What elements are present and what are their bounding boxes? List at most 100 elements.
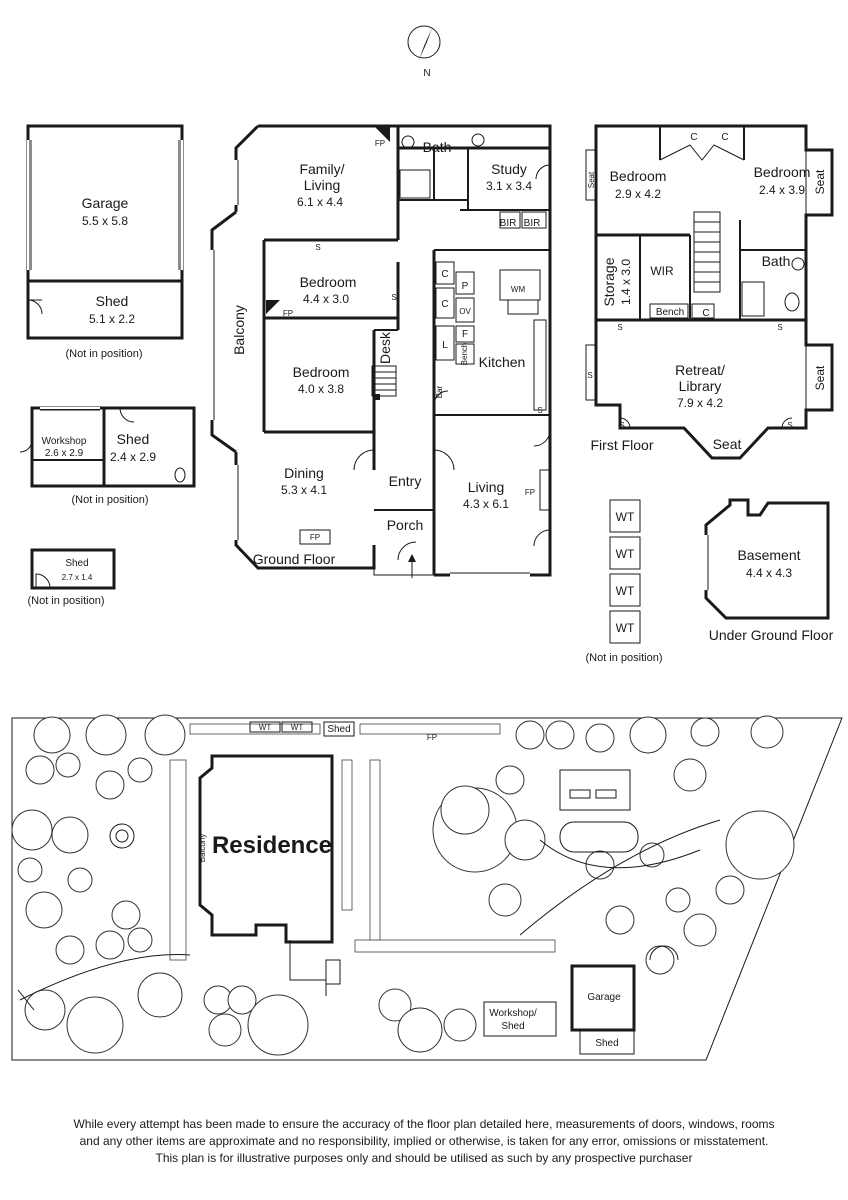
workshop-name: Workshop bbox=[42, 436, 87, 447]
basement-name: Basement bbox=[737, 547, 800, 563]
shed2-name: Shed bbox=[117, 431, 150, 447]
gf-s3: S bbox=[537, 406, 542, 415]
ff-bedroom2-name: Bedroom bbox=[754, 164, 811, 180]
ff-bedroom1-name: Bedroom bbox=[610, 168, 667, 184]
kitchen-bar: Bar bbox=[435, 385, 444, 398]
ff-wir: WIR bbox=[650, 264, 674, 278]
disclaimer-line-2: and any other items are approximate and … bbox=[79, 1134, 769, 1148]
garage-dim: 5.5 x 5.8 bbox=[82, 214, 128, 228]
dining-name: Dining bbox=[284, 465, 324, 481]
site-plan: Residence Balcony WT WT Shed FP Garage S… bbox=[11, 714, 843, 1061]
outbuilding-small-shed: Shed 2.7 x 1.4 (Not in position) bbox=[27, 548, 116, 607]
shed3-dim: 2.7 x 1.4 bbox=[62, 573, 93, 582]
disclaimer-line-1: While every attempt has been made to ens… bbox=[73, 1117, 775, 1131]
residence-label: Residence bbox=[212, 832, 332, 859]
bedroom2-name: Bedroom bbox=[293, 364, 350, 380]
site-hedges bbox=[169, 723, 556, 961]
kitchen-f: F bbox=[462, 329, 468, 340]
living-name: Living bbox=[468, 479, 505, 495]
ff-seat4: Seat bbox=[713, 436, 742, 452]
gf-s2: S bbox=[391, 293, 396, 302]
site-workshop1: Workshop/ bbox=[489, 1008, 537, 1019]
kitchen-ov: OV bbox=[459, 307, 471, 316]
gf-fp4: FP bbox=[525, 488, 535, 497]
bir1: BIR bbox=[500, 218, 517, 229]
outbuilding-workshop-shed: Workshop 2.6 x 2.9 Shed 2.4 x 2.9 (Not i… bbox=[19, 406, 196, 506]
not-in-position-2: (Not in position) bbox=[71, 494, 148, 506]
ff-bath: Bath bbox=[762, 253, 791, 269]
study-name: Study bbox=[491, 161, 527, 177]
water-tanks: WT WT WT WT (Not in position) bbox=[585, 499, 663, 664]
storage-dim: 1.4 x 3.0 bbox=[619, 259, 633, 305]
dining-dim: 5.3 x 4.1 bbox=[281, 483, 327, 497]
kitchen-wm: WM bbox=[511, 285, 526, 294]
study-dim: 3.1 x 3.4 bbox=[486, 179, 532, 193]
ff-bench: Bench bbox=[656, 307, 684, 318]
kitchen-label: Kitchen bbox=[479, 354, 526, 370]
basement-dim: 4.4 x 4.3 bbox=[746, 566, 792, 580]
kitchen-l: L bbox=[442, 340, 448, 351]
site-fp: FP bbox=[427, 733, 437, 742]
ff-s3: S bbox=[587, 371, 592, 380]
basement-floor-label: Under Ground Floor bbox=[709, 627, 834, 643]
ff-bedroom2-dim: 2.4 x 3.9 bbox=[759, 183, 805, 197]
site-trees bbox=[11, 714, 795, 1056]
ff-s5: S bbox=[787, 421, 792, 430]
balcony-label: Balcony bbox=[231, 305, 247, 355]
ground-floor-label: Ground Floor bbox=[253, 551, 336, 567]
ff-seat2: Seat bbox=[813, 169, 827, 194]
ff-s2: S bbox=[777, 323, 782, 332]
ff-seat3: Seat bbox=[813, 365, 827, 390]
ff-s1: S bbox=[617, 323, 622, 332]
desk-label: Desk bbox=[377, 331, 393, 364]
garage-name: Garage bbox=[82, 195, 129, 211]
outbuilding-garage-shed: Garage 5.5 x 5.8 Shed 5.1 x 2.2 (Not in … bbox=[26, 124, 184, 360]
first-floor-label: First Floor bbox=[591, 437, 654, 453]
entry-label: Entry bbox=[389, 473, 422, 489]
gf-fp3: FP bbox=[310, 533, 320, 542]
site-shed2: Shed bbox=[595, 1038, 618, 1049]
site-workshop2: Shed bbox=[501, 1021, 524, 1032]
ff-c1: C bbox=[690, 132, 697, 143]
wt-label-4: WT bbox=[616, 621, 635, 635]
retreat-name1: Retreat/ bbox=[675, 362, 725, 378]
shed2-dim: 2.4 x 2.9 bbox=[110, 450, 156, 464]
wt-label-3: WT bbox=[616, 584, 635, 598]
ff-seat1: Seat bbox=[587, 171, 596, 188]
gf-s1: S bbox=[315, 243, 320, 252]
tanks-note: (Not in position) bbox=[585, 652, 662, 664]
gf-fp1: FP bbox=[375, 139, 385, 148]
ff-c2: C bbox=[721, 132, 728, 143]
disclaimer-text: While every attempt has been made to ens… bbox=[24, 1116, 824, 1167]
shed-dim: 5.1 x 2.2 bbox=[89, 312, 135, 326]
bedroom1-name: Bedroom bbox=[300, 274, 357, 290]
family-dim: 6.1 x 4.4 bbox=[297, 195, 343, 209]
compass-label: N bbox=[423, 68, 430, 79]
shed3-name: Shed bbox=[65, 558, 88, 569]
gf-fp2: FP bbox=[283, 309, 293, 318]
not-in-position-1: (Not in position) bbox=[65, 348, 142, 360]
not-in-position-3: (Not in position) bbox=[27, 595, 104, 607]
shed-name: Shed bbox=[96, 293, 129, 309]
site-wt1: WT bbox=[259, 723, 272, 732]
kitchen-p: P bbox=[462, 281, 469, 292]
bedroom1-dim: 4.4 x 3.0 bbox=[303, 292, 349, 306]
wt-label-2: WT bbox=[616, 547, 635, 561]
site-balcony-label: Balcony bbox=[198, 834, 207, 862]
workshop-dim: 2.6 x 2.9 bbox=[45, 448, 84, 459]
ff-s4: S bbox=[619, 421, 624, 430]
bir2: BIR bbox=[524, 218, 541, 229]
family-name2: Living bbox=[304, 177, 341, 193]
kitchen-c1: C bbox=[441, 269, 448, 280]
ff-bedroom1-dim: 2.9 x 4.2 bbox=[615, 187, 661, 201]
living-dim: 4.3 x 6.1 bbox=[463, 497, 509, 511]
retreat-dim: 7.9 x 4.2 bbox=[677, 396, 723, 410]
family-name1: Family/ bbox=[299, 161, 344, 177]
retreat-name2: Library bbox=[679, 378, 722, 394]
kitchen-bench: Bench bbox=[460, 343, 469, 366]
site-garage: Garage bbox=[587, 992, 621, 1003]
porch-label: Porch bbox=[387, 517, 424, 533]
ground-floor-plan: Family/ Living 6.1 x 4.4 Bath Study 3.1 … bbox=[210, 124, 552, 578]
basement-plan: Basement 4.4 x 4.3 Under Ground Floor bbox=[704, 498, 834, 643]
